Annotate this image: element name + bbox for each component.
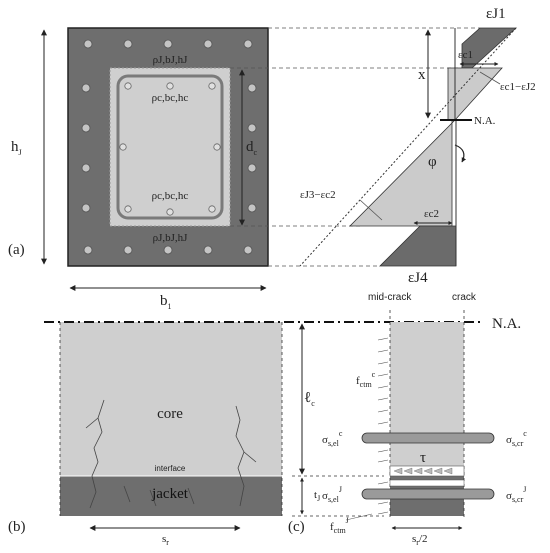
core-label: core [157, 406, 183, 422]
lc-label: ℓc [304, 390, 315, 408]
strain-phi-label: φ [428, 154, 437, 170]
panel-b-tag: (b) [8, 519, 26, 535]
sigma-el-core-label: σs,elc [322, 429, 343, 448]
jacket-block [60, 476, 282, 516]
strain-ej3-ec2-label: εJ3−εc2 [300, 189, 336, 201]
jacket-band [389, 479, 465, 487]
core-stirrup [116, 74, 224, 220]
interface-label: interface [155, 464, 186, 473]
half-spacing-label: sr/2 [412, 533, 428, 547]
cracks [85, 399, 257, 509]
core-bar [361, 432, 495, 444]
panel-a: ρJ,bJ,hJ ρc,bc,hc ρc,bc,hc ρJ,bJ,hJ dc h… [8, 6, 536, 311]
sigma-cr-jacket-label: σs,crJ [506, 485, 526, 504]
panel-b: core interface jacket sr (b) [8, 322, 283, 547]
panel-c: N.A. mid-crack crack τ [44, 292, 527, 547]
fctm-core-label: fctmc [356, 370, 376, 389]
sigma-cr-core-label: σs,crc [506, 429, 527, 448]
strain-ec1-label: εc1 [458, 49, 473, 61]
jacket-label: jacket [151, 486, 189, 502]
core-top-props: ρc,bc,hc [152, 92, 189, 104]
fctm-jacket-label: fctmJ [330, 516, 349, 535]
width-label-a: b1 [160, 293, 172, 311]
depth-label: dc [246, 139, 258, 157]
na-label-c: N.A. [492, 316, 521, 332]
tau-arrows [393, 467, 453, 475]
core-bottom-props: ρc,bc,hc [152, 190, 189, 202]
strain-ej1-label: εJ1 [486, 6, 506, 22]
core-strip [390, 322, 464, 476]
projection-lines [230, 27, 480, 267]
ec1ej2-leader [479, 71, 501, 85]
strain-ec1-ej2-label: εc1−εJ2 [500, 81, 536, 93]
core-block [60, 322, 282, 476]
sigma-el-jacket-label: σs,elJ [322, 485, 342, 504]
strain-ej4-label: εJ4 [408, 270, 428, 286]
tension-arrows [377, 337, 389, 515]
ej3-leader [359, 199, 383, 221]
core-section [109, 67, 231, 227]
phi-arc [454, 144, 467, 163]
x-label: x [418, 67, 426, 83]
strain-ec2-label: εc2 [424, 208, 439, 220]
mid-crack-label: mid-crack [368, 292, 412, 303]
panel-a-tag: (a) [8, 242, 25, 258]
core-bars [119, 82, 221, 216]
jacket-bar [361, 488, 495, 500]
jacket-bottom-props: ρJ,bJ,hJ [153, 232, 189, 244]
tj-label: tJ [314, 489, 320, 503]
strain-profile [299, 27, 518, 267]
strain-na-label: N.A. [474, 115, 496, 127]
jacket-top-props: ρJ,bJ,hJ [153, 54, 189, 66]
spacing-label: sr [162, 533, 169, 547]
height-label: hJ [11, 139, 22, 157]
tau-label: τ [420, 450, 426, 466]
jacket-bars [81, 39, 257, 255]
crack-label: crack [452, 292, 477, 303]
panel-c-tag: (c) [288, 519, 305, 535]
